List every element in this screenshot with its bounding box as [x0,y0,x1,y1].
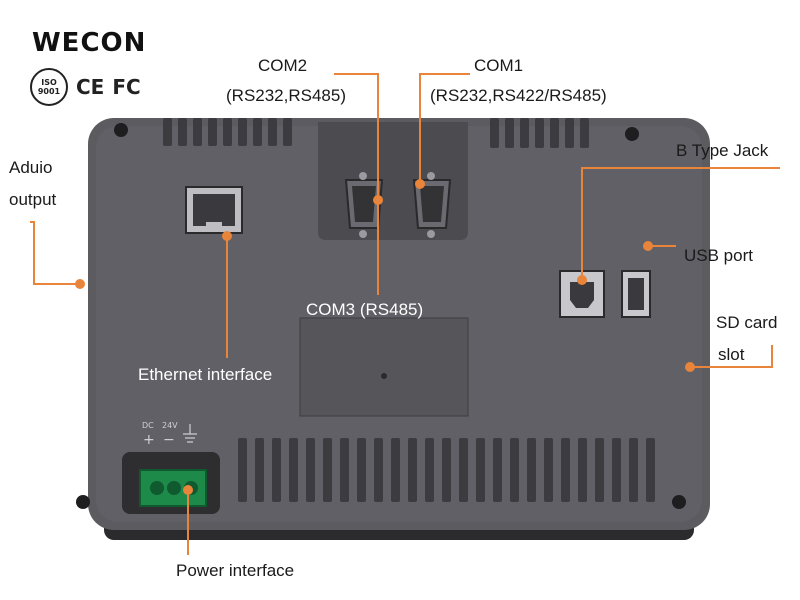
bottom-vents [238,438,655,502]
com2-db9-connector [344,172,384,238]
fc-mark: FC [112,75,141,99]
ce-mark: CE [76,75,105,99]
leader-audio [30,221,80,285]
minus-print: − [163,432,175,448]
audio-label-line2: output [9,190,57,209]
dc-print: DC [142,421,154,430]
com1-spec-label: (RS232,RS422/RS485) [430,86,607,105]
certification-marks: ISO 9001 CE FC [30,68,141,106]
ground-symbol [183,424,197,443]
com3-label-plate [299,317,469,417]
sd-card-label-line2: slot [718,345,745,364]
wecon-logo: WECON [32,28,147,58]
screw-holes [76,123,686,509]
com2-spec-label: (RS232,RS485) [226,86,347,105]
sd-card-label-line1: SD card [716,313,778,332]
usb-a-port [621,270,651,318]
power-label: Power interface [176,561,295,580]
com2-label: COM2 [258,56,308,75]
audio-label-line1: Aduio [9,158,53,177]
usb-port-label: USB port [684,246,753,265]
plus-print: + [143,432,155,448]
leader-btype [581,167,780,280]
voltage-print: 24V [162,421,178,430]
ethernet-port [185,186,243,234]
ethernet-label: Ethernet interface [138,365,273,384]
com3-label: COM3 (RS485) [306,300,424,319]
iso-9001-mark: ISO 9001 [30,68,68,106]
top-right-vents [490,118,589,148]
leader-com1 [419,73,470,184]
com1-label: COM1 [474,56,524,75]
com1-db9-connector [412,172,452,238]
power-terminal-block [139,469,207,507]
btype-jack-label: B Type Jack [676,141,769,160]
leader-lines [30,73,780,555]
leader-dots [75,179,695,495]
leader-sd [690,345,773,368]
leader-com2 [334,73,379,200]
top-left-vents [163,118,292,146]
